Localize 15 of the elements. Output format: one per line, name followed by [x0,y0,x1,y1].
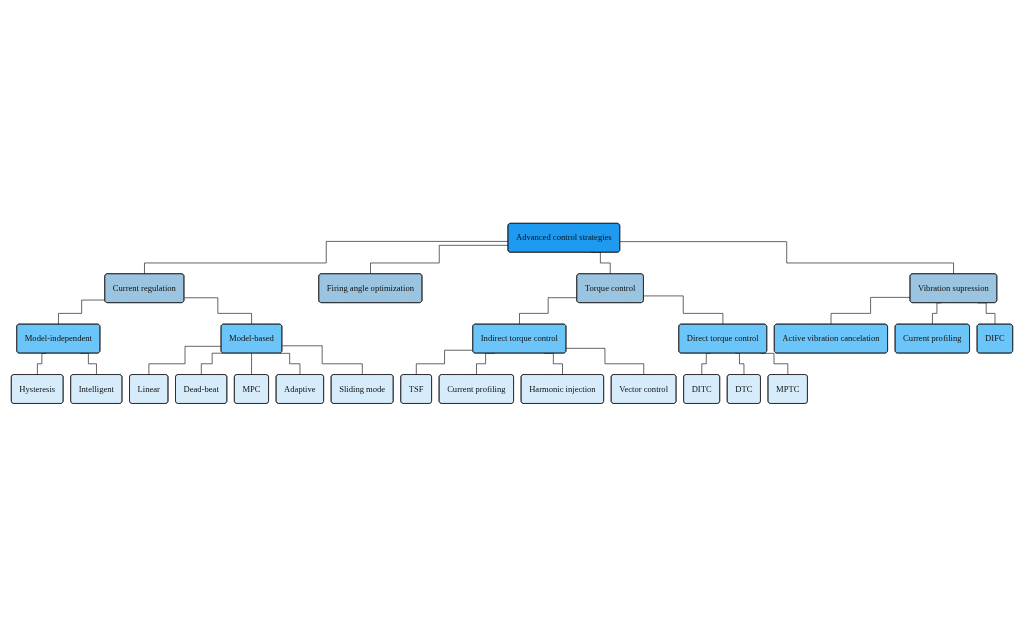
connector [58,299,106,325]
connector [148,345,222,375]
connector [370,244,509,274]
connector [565,347,645,375]
connector [830,296,911,325]
connector [619,240,954,274]
connector [279,352,301,375]
connector [251,352,253,375]
connector [144,240,509,274]
connector [643,295,724,325]
connector [183,297,253,325]
connector [281,345,363,375]
connector [519,296,578,325]
connector [415,349,474,375]
connector [200,352,224,375]
